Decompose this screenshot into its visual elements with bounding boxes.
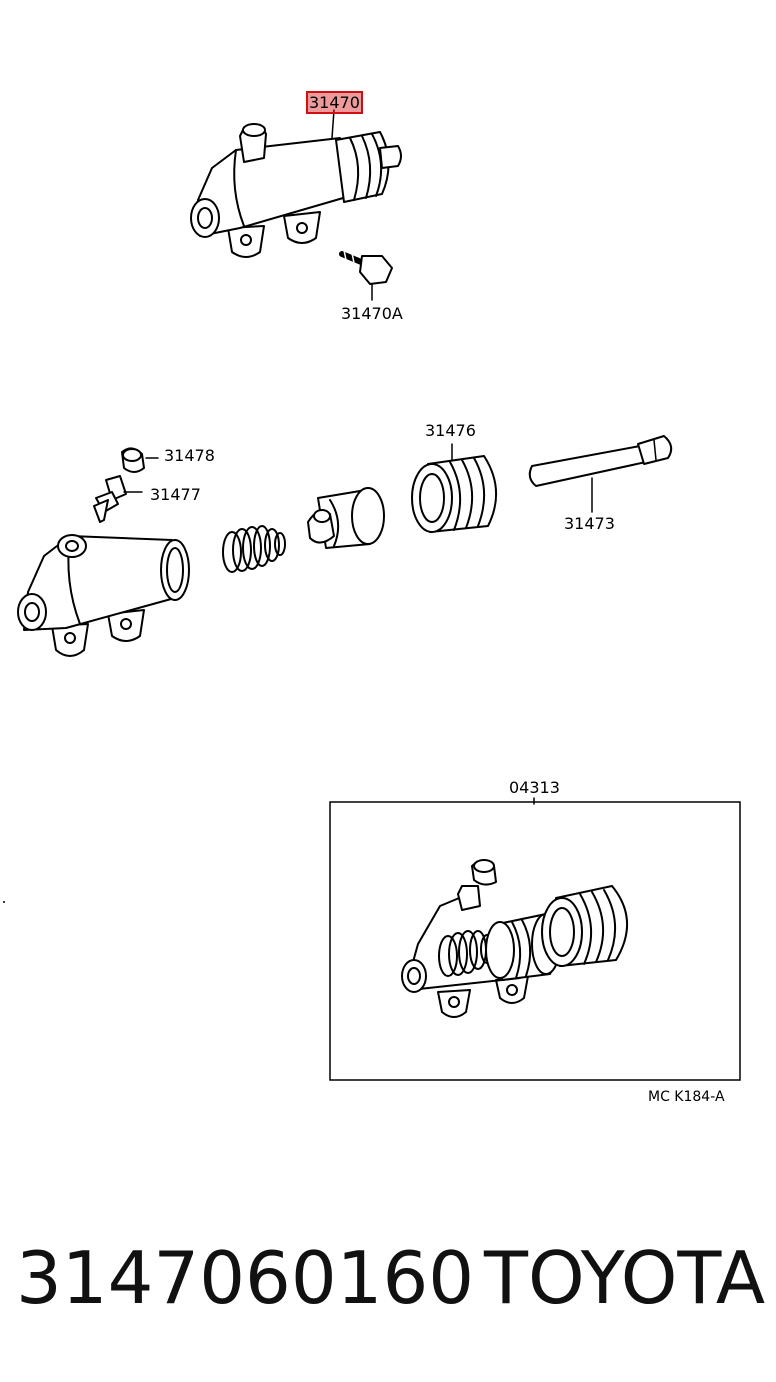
kit-drawing	[401, 859, 628, 1018]
callout-04313: 04313	[509, 778, 560, 797]
part-number: 3147060160	[16, 1236, 475, 1320]
callout-31470A: 31470A	[341, 304, 403, 323]
assembled-cylinder	[190, 123, 402, 258]
callout-31477: 31477	[150, 485, 201, 504]
callout-31470: 31470	[306, 91, 363, 114]
brand-name: TOYOTA	[484, 1236, 766, 1320]
spring	[222, 525, 286, 573]
callout-31473: 31473	[564, 514, 615, 533]
kit-frame	[329, 801, 741, 1081]
cylinder-body-exploded	[17, 534, 190, 657]
diagram-reference-code: MC K184-A	[648, 1089, 725, 1105]
bolt-31470A	[339, 249, 393, 301]
callout-31478: 31478	[164, 446, 215, 465]
callout-31476: 31476	[425, 421, 476, 440]
piston	[307, 487, 385, 549]
push-rod-31473	[528, 435, 673, 513]
highlighted-part-label: 31470	[306, 91, 363, 114]
boot-31476	[411, 443, 498, 533]
bleeder-plug-31477	[93, 475, 143, 523]
bleeder-cap-31478	[121, 447, 159, 473]
